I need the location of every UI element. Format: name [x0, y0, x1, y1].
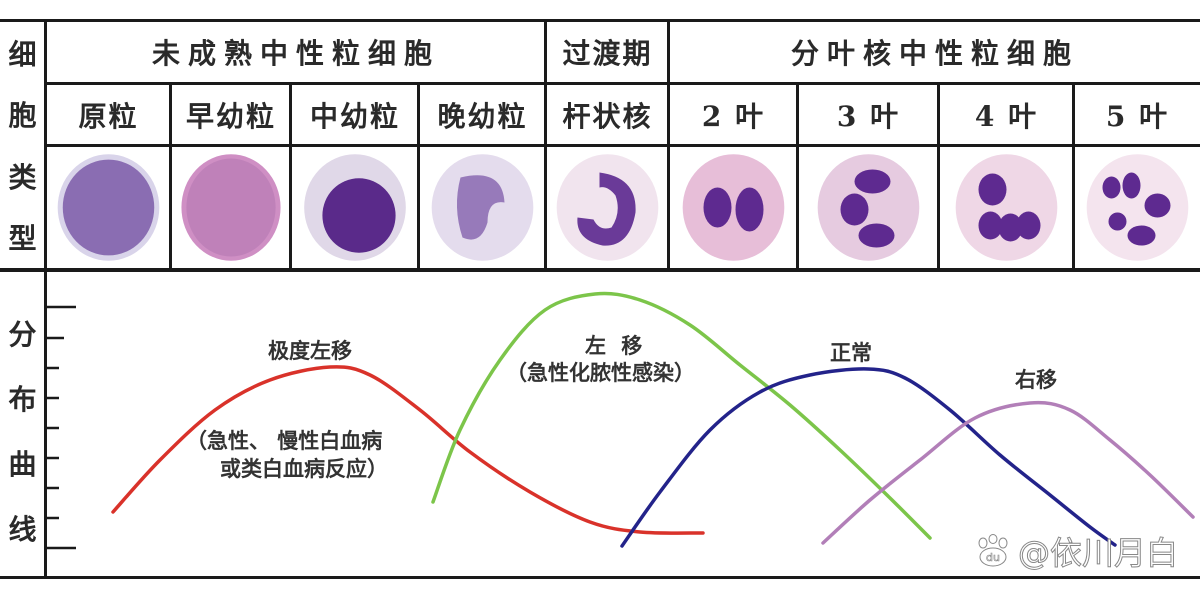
y-label-char-3: 曲 — [8, 447, 37, 481]
stage-label-text: 早幼粒 — [185, 99, 276, 133]
y-axis-ticks — [46, 305, 76, 550]
group-immature-neutrophils: 未成熟中性粒细胞 — [47, 22, 545, 82]
curve-right-shift — [821, 400, 1195, 545]
annotation-extreme-left-shift-line2: 或类白血病反应） — [220, 456, 388, 481]
stage-label-metamyelocyte: 晚幼粒 — [420, 85, 545, 144]
stage-label-text: 原粒 — [78, 99, 139, 133]
watermark: du @依川月白 — [974, 528, 1179, 574]
table-frame — [0, 19, 1200, 579]
annotation-extreme-left-shift-title: 极度左移 — [268, 338, 352, 363]
curves — [111, 291, 1195, 548]
y-label-char-2: 布 — [8, 382, 37, 416]
stage-label-2-lobe: 2 叶 — [670, 85, 797, 144]
cell-image-5-lobe — [1075, 147, 1200, 268]
cell-type-label: 细 胞 类 型 — [0, 22, 45, 268]
cell-image-myeloblast — [47, 147, 170, 268]
cell-image-promyelocyte — [172, 147, 290, 268]
stage-label-text: 4 叶 — [974, 99, 1039, 133]
stage-label-text: 5 叶 — [1105, 99, 1170, 133]
cell-image-3-lobe — [799, 147, 938, 268]
watermark-text: @依川月白 — [1017, 534, 1178, 573]
group-transitional: 过渡期 — [547, 22, 668, 82]
group-title: 分叶核中性粒细胞 — [790, 37, 1079, 70]
annotation-left-shift-subtitle: （急性化脓性感染） — [506, 360, 695, 385]
annotation-right-shift: 右移 — [1015, 367, 1057, 392]
row1-divider — [45, 82, 1200, 85]
curve-extreme-left-shift — [111, 365, 705, 535]
column-divider — [289, 83, 292, 270]
column-divider — [169, 83, 172, 270]
column-divider — [417, 83, 420, 270]
stage-label-4-lobe: 4 叶 — [940, 85, 1073, 144]
cell-image-band — [547, 147, 668, 268]
stage-label-text: 3 叶 — [836, 99, 901, 133]
stage-label-5-lobe: 5 叶 — [1075, 85, 1200, 144]
cell-type-char-4: 型 — [8, 222, 37, 256]
curve-left-shift — [431, 291, 932, 540]
distribution-curve-label: 分 布 曲 线 — [0, 300, 45, 560]
column-divider — [1072, 83, 1075, 270]
column-divider — [937, 83, 940, 270]
svg-text:du: du — [986, 551, 1000, 564]
group-title: 过渡期 — [562, 37, 653, 70]
y-label-char-1: 分 — [8, 317, 37, 351]
stage-label-myelocyte: 中幼粒 — [292, 85, 418, 144]
column-divider — [544, 83, 547, 270]
stage-label-myeloblast: 原粒 — [47, 85, 170, 144]
stage-label-text: 中幼粒 — [309, 99, 400, 133]
annotation-normal: 正常 — [830, 340, 872, 365]
cell-image-metamyelocyte — [420, 147, 545, 268]
cell-type-char-2: 胞 — [8, 99, 37, 133]
label-column-divider — [44, 20, 47, 578]
cell-image-4-lobe — [940, 147, 1073, 268]
row3-divider — [0, 268, 1200, 272]
stage-label-promyelocyte: 早幼粒 — [172, 85, 290, 144]
stage-label-text: 杆状核 — [562, 99, 653, 133]
annotation-extreme-left-shift-line1: （急性、 慢性白血病 — [186, 428, 383, 453]
cell-image-myelocyte — [292, 147, 418, 268]
baidu-paw-icon: du — [978, 534, 1008, 567]
stage-label-3-lobe: 3 叶 — [799, 85, 938, 144]
group-title: 未成熟中性粒细胞 — [151, 37, 440, 70]
cell-type-char-3: 类 — [8, 160, 37, 194]
cell-image-2-lobe — [670, 147, 797, 268]
group-segmented-neutrophils: 分叶核中性粒细胞 — [670, 22, 1200, 82]
stage-label-band: 杆状核 — [547, 85, 668, 144]
annotation-left-shift-title: 左 移 — [585, 333, 647, 358]
curve-normal — [620, 367, 1117, 548]
column-divider — [796, 83, 799, 270]
stage-label-text: 晚幼粒 — [437, 99, 528, 133]
y-label-char-4: 线 — [8, 512, 37, 546]
column-divider — [667, 83, 670, 270]
row2-divider — [45, 144, 1200, 147]
stage-label-text: 2 叶 — [701, 99, 766, 133]
cell-type-char-1: 细 — [8, 37, 37, 71]
